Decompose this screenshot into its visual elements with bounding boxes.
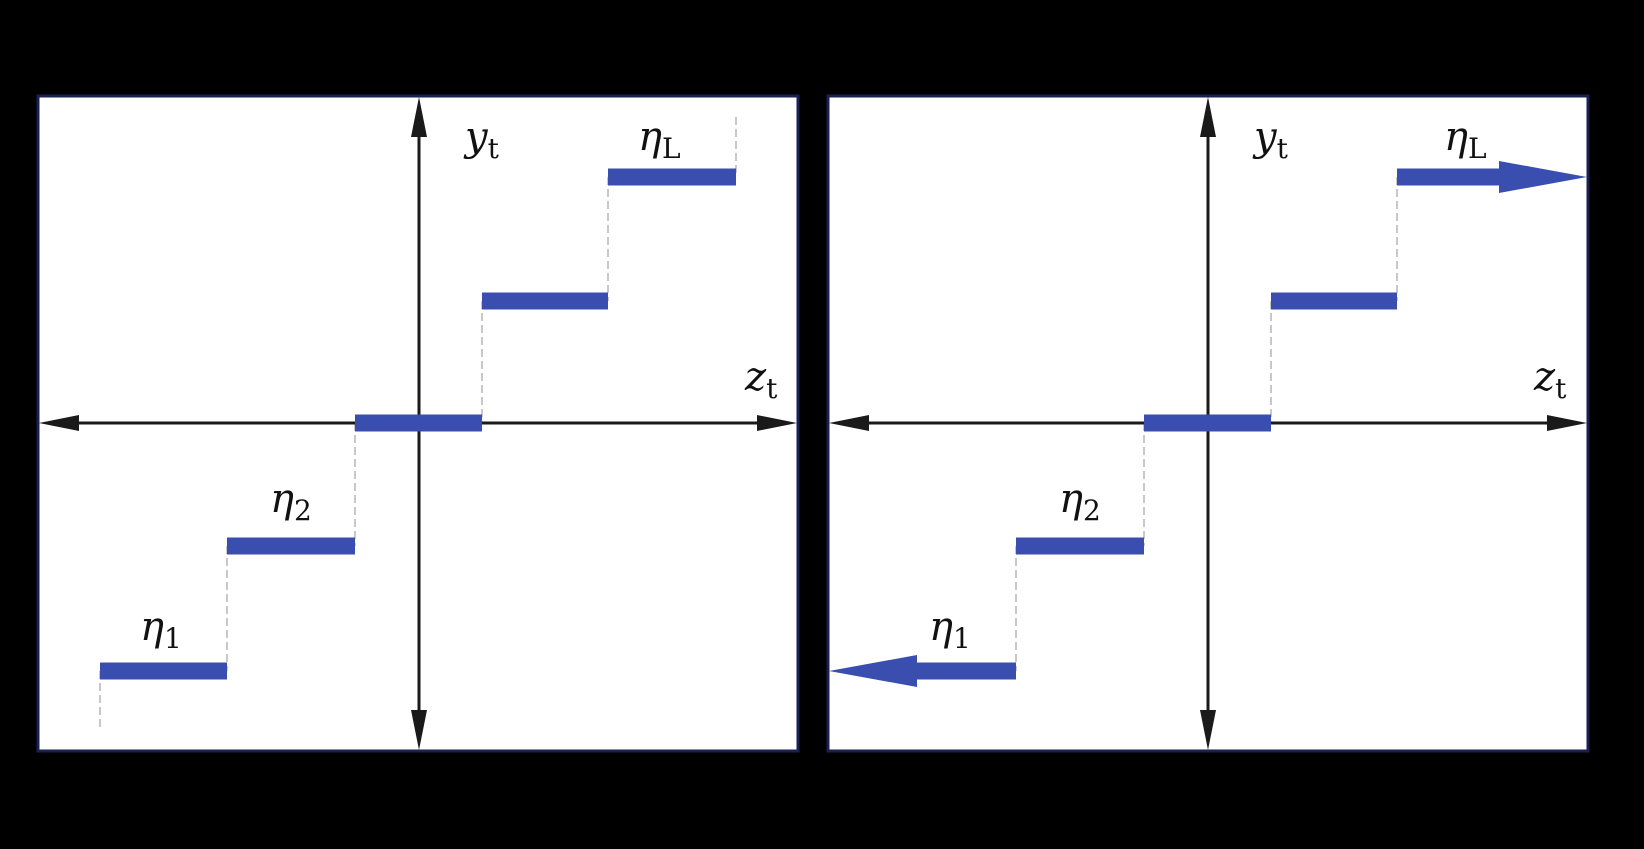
step-3: [355, 414, 482, 432]
arrow-right-icon: [1499, 161, 1587, 193]
step-4: [1271, 292, 1397, 310]
arrow-down-icon: [1200, 710, 1216, 750]
arrow-down-icon: [411, 710, 427, 750]
arrow-right-icon: [757, 415, 797, 431]
arrow-up-icon: [411, 97, 427, 137]
step-5: ηL: [1397, 114, 1587, 193]
step-1: η1: [100, 604, 227, 680]
arrow-right-icon: [1547, 415, 1587, 431]
y-axis-label: yt: [463, 114, 500, 165]
arrow-left-icon: [829, 415, 869, 431]
arrow-left-icon: [829, 655, 917, 687]
step-4: [482, 292, 608, 310]
arrow-up-icon: [1200, 97, 1216, 137]
step-3: [1144, 414, 1271, 432]
arrow-left-icon: [39, 415, 79, 431]
